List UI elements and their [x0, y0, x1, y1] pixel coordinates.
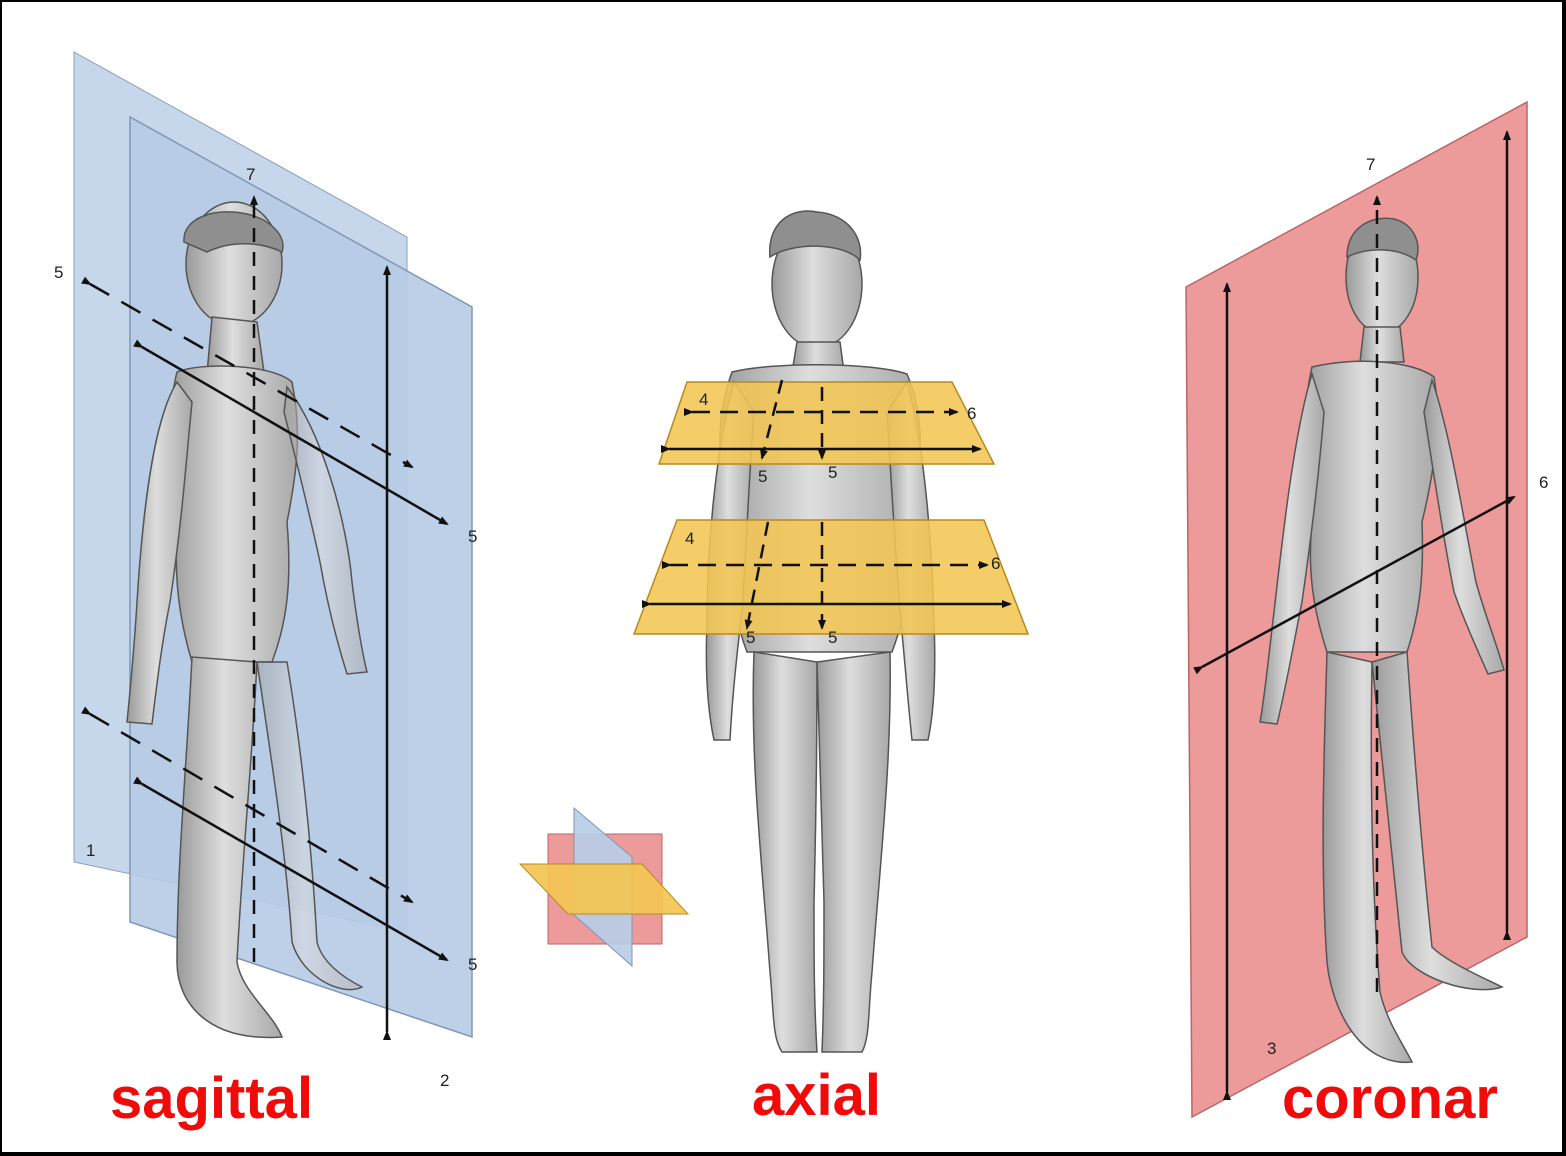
- axial-caption: axial: [752, 1067, 881, 1125]
- label-five: 5: [468, 527, 477, 546]
- sagittal-caption: sagittal: [110, 1070, 313, 1128]
- label-five: 5: [828, 463, 837, 482]
- label-two: 2: [440, 1071, 449, 1090]
- coronal-caption: coronar: [1282, 1070, 1498, 1128]
- label-six: 6: [967, 404, 976, 423]
- axial-panel: 4 6 5 5 4 6 5 5: [520, 211, 1028, 1052]
- sagittal-panel: 7 5 5 5 1 2: [54, 52, 477, 1090]
- label-five: 5: [828, 628, 837, 647]
- coronal-panel: 7 6 3: [1186, 102, 1548, 1117]
- label-six: 6: [1539, 473, 1548, 492]
- label-four: 4: [685, 529, 694, 548]
- orientation-planes-icon: [520, 808, 688, 966]
- label-six: 6: [991, 554, 1000, 573]
- label-five: 5: [746, 628, 755, 647]
- label-three: 3: [1267, 1039, 1276, 1058]
- label-four: 4: [699, 390, 708, 409]
- label-five: 5: [758, 467, 767, 486]
- label-five: 5: [54, 263, 63, 282]
- axial-plane-upper: [659, 382, 994, 464]
- label-five: 5: [468, 955, 477, 974]
- label-one: 1: [86, 841, 95, 860]
- label-seven: 7: [1366, 155, 1375, 174]
- label-seven: 7: [246, 165, 255, 184]
